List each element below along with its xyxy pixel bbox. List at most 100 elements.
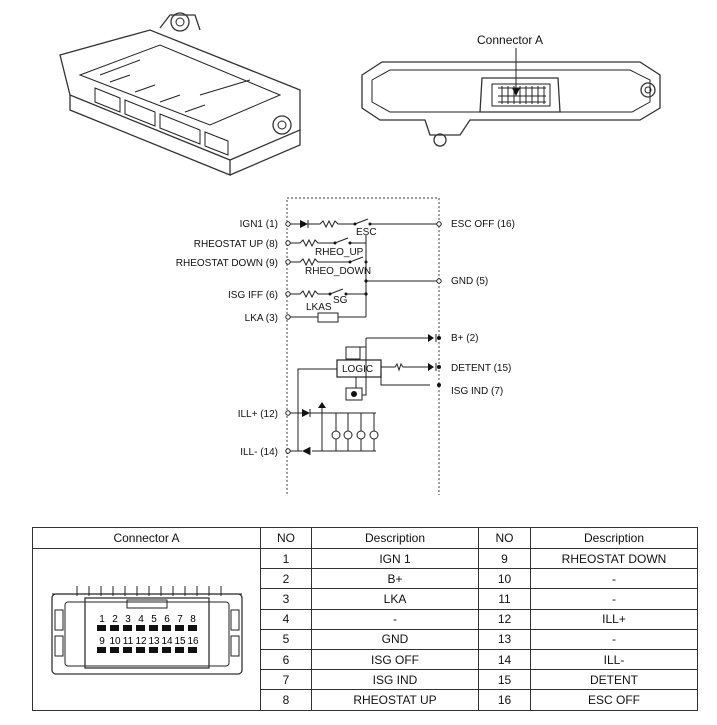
- pin-terminal: [96, 625, 106, 632]
- pin-number-label: 12: [135, 636, 147, 647]
- pin-number-label: 4: [138, 614, 144, 625]
- pin-label-rheostat-down: RHEOSTAT DOWN (9): [176, 258, 278, 269]
- pin-description: IGN 1: [311, 547, 479, 570]
- pin-label-isg-ind: ISG IND (7): [451, 386, 503, 397]
- pin-no: 12: [478, 608, 531, 630]
- module-boundary: [286, 197, 440, 495]
- pin-terminal: [187, 625, 197, 632]
- switch-label-lkas: LKAS: [306, 302, 332, 313]
- connector-pin-table: Connector A NO Description NO Descriptio…: [32, 527, 698, 711]
- pin-description: B+: [311, 568, 479, 590]
- pin-description: DETENT: [530, 669, 698, 691]
- pin-terminal: [174, 625, 184, 632]
- pin-no: 7: [260, 669, 312, 691]
- pin-no: 15: [478, 669, 531, 691]
- pin-terminal: [148, 625, 158, 632]
- header-no: NO: [260, 527, 312, 549]
- pin-label-lka: LKA (3): [245, 313, 278, 324]
- pin-terminal: [148, 647, 158, 654]
- illustration-panel: Connector A: [59, 12, 661, 176]
- pin-terminal: [161, 625, 171, 632]
- pin-no: 4: [260, 608, 312, 630]
- module-rear-illustration: [361, 61, 661, 147]
- pin-number-label: 14: [161, 636, 173, 647]
- pin-label-detent: DETENT (15): [451, 363, 511, 374]
- pin-label-ign1: IGN1 (1): [240, 219, 278, 230]
- pin-description: LKA: [311, 588, 479, 610]
- switch-label-esc: ESC: [356, 227, 377, 238]
- pin-description: -: [530, 568, 698, 590]
- header-connector: Connector A: [32, 527, 261, 549]
- pin-number-label: 10: [109, 636, 121, 647]
- pin-no: 9: [478, 547, 531, 570]
- pin-terminal: [109, 647, 119, 654]
- pin-terminal: [96, 647, 106, 654]
- pin-description: ISG IND: [311, 669, 479, 691]
- table-header-row: Connector A NO Description NO Descriptio…: [32, 527, 698, 549]
- pin-label-ill-plus: ILL+ (12): [238, 409, 278, 420]
- pin-terminal: [135, 625, 145, 632]
- pin-description: RHEOSTAT UP: [311, 689, 479, 711]
- pin-number-label: 7: [177, 614, 183, 625]
- pin-no: 1: [260, 547, 312, 570]
- lamp-icon-group: [331, 413, 379, 451]
- pin-no: 11: [478, 588, 531, 610]
- pin-number-label: 13: [148, 636, 160, 647]
- pin-description: ISG OFF: [311, 648, 479, 671]
- pin-number-label: 8: [190, 614, 196, 625]
- pin-no: 10: [478, 568, 531, 590]
- pin-no: 8: [260, 689, 312, 711]
- pin-no: 6: [260, 648, 312, 671]
- pin-description: ILL+: [530, 608, 698, 630]
- switch-label-rheo-up: RHEO_UP: [315, 247, 364, 258]
- pin-number-label: 15: [174, 636, 186, 647]
- pin-terminal: [187, 647, 197, 654]
- pin-description: -: [311, 608, 479, 630]
- pin-description: ILL-: [530, 648, 698, 671]
- pin-number-label: 2: [112, 614, 118, 625]
- pin-description: -: [530, 588, 698, 610]
- logic-label: LOGIC: [342, 364, 373, 375]
- pin-description: ESC OFF: [530, 689, 698, 711]
- switch-module-illustration: [59, 12, 301, 176]
- pin-number-label: 9: [99, 636, 105, 647]
- pin-terminal: [122, 625, 132, 632]
- switch-label-rheo-down: RHEO_DOWN: [305, 266, 371, 277]
- table-row: 8 RHEOSTAT UP 16 ESC OFF: [33, 689, 698, 711]
- pin-number-label: 1: [99, 614, 105, 625]
- pin-label-esc-off: ESC OFF (16): [451, 219, 515, 230]
- pin-label-ill-minus: ILL- (14): [240, 447, 278, 458]
- header-description: Description: [311, 527, 479, 549]
- pin-no: 5: [260, 628, 312, 650]
- table-row: 7 ISG IND 15 DETENT: [33, 669, 698, 691]
- pin-label-rheostat-up: RHEOSTAT UP (8): [194, 239, 278, 250]
- switch-label-sg: SG: [333, 295, 348, 306]
- pin-no: 16: [478, 689, 531, 711]
- pin-terminal: [135, 647, 145, 654]
- pin-terminal: [122, 647, 132, 654]
- pin-label-gnd: GND (5): [451, 276, 488, 287]
- pin-number-label: 5: [151, 614, 157, 625]
- pin-description: RHEOSTAT DOWN: [530, 547, 698, 570]
- pin-terminal: [174, 647, 184, 654]
- circuit-diagram: IGN1 (1) RHEOSTAT UP (8) RHEOSTAT DOWN (…: [176, 197, 515, 495]
- pin-description: -: [530, 628, 698, 650]
- pin-number-label: 6: [164, 614, 170, 625]
- table-row: 5 GND 13 -: [33, 628, 698, 650]
- pin-label-b-plus: B+ (2): [451, 333, 479, 344]
- pin-number-label: 3: [125, 614, 131, 625]
- header-description-2: Description: [530, 527, 698, 549]
- pin-terminal: [109, 625, 119, 632]
- pin-number-label: 16: [187, 636, 199, 647]
- pin-no: 13: [478, 628, 531, 650]
- connector-label: Connector A: [477, 33, 543, 47]
- pin-no: 2: [260, 568, 312, 590]
- header-no-2: NO: [478, 527, 531, 549]
- table-row: 6 ISG OFF 14 ILL-: [33, 648, 698, 671]
- pin-no: 3: [260, 588, 312, 610]
